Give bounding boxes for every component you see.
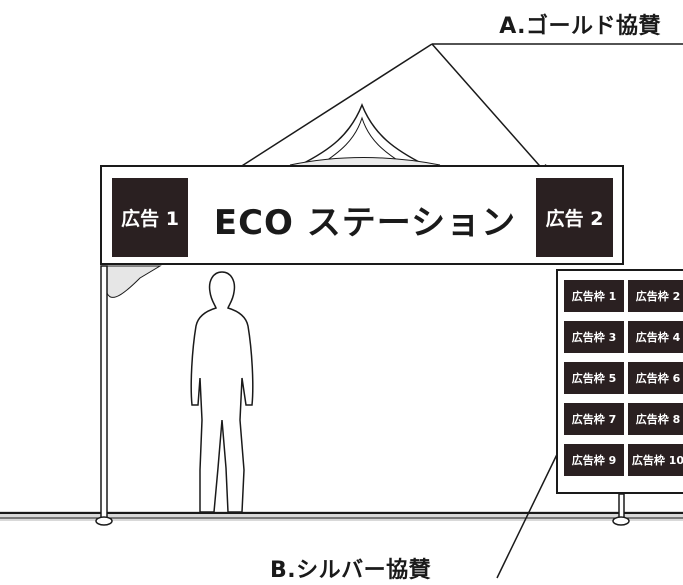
ad-frame-5: 広告枠 5 <box>564 362 624 394</box>
ad-frame-4: 広告枠 4 <box>628 321 683 353</box>
right-pole <box>618 493 625 521</box>
left-pole <box>100 265 108 519</box>
gold-sponsor-label: A.ゴールド協賛 <box>499 14 661 39</box>
ad-frame-10: 広告枠 10 <box>628 444 683 476</box>
ad-frame-3: 広告枠 3 <box>564 321 624 353</box>
ad-frame-6: 広告枠 6 <box>628 362 683 394</box>
ad-frame-7: 広告枠 7 <box>564 403 624 435</box>
ground <box>0 511 683 521</box>
left-pole-foot <box>95 516 113 526</box>
ad-frame-8: 広告枠 8 <box>628 403 683 435</box>
ad-frame-9: 広告枠 9 <box>564 444 624 476</box>
ad-slot-2: 広告 2 <box>536 178 613 257</box>
gold-arrow-right <box>431 43 547 174</box>
ad-frame-2: 広告枠 2 <box>628 280 683 312</box>
ad-slot-1: 広告 1 <box>112 178 188 257</box>
station-title: ECO ステーション <box>213 203 517 243</box>
person-silhouette <box>190 271 254 513</box>
tent-sidewall-curve <box>103 265 162 298</box>
right-pole-foot <box>612 516 630 526</box>
tent-roof <box>299 102 426 166</box>
tent-roof-fill <box>289 157 441 166</box>
silver-sponsor-label: B.シルバー協賛 <box>270 558 432 583</box>
tent-roof-inner <box>319 116 406 166</box>
silver-arrow <box>496 441 564 579</box>
ad-frame-1: 広告枠 1 <box>564 280 624 312</box>
